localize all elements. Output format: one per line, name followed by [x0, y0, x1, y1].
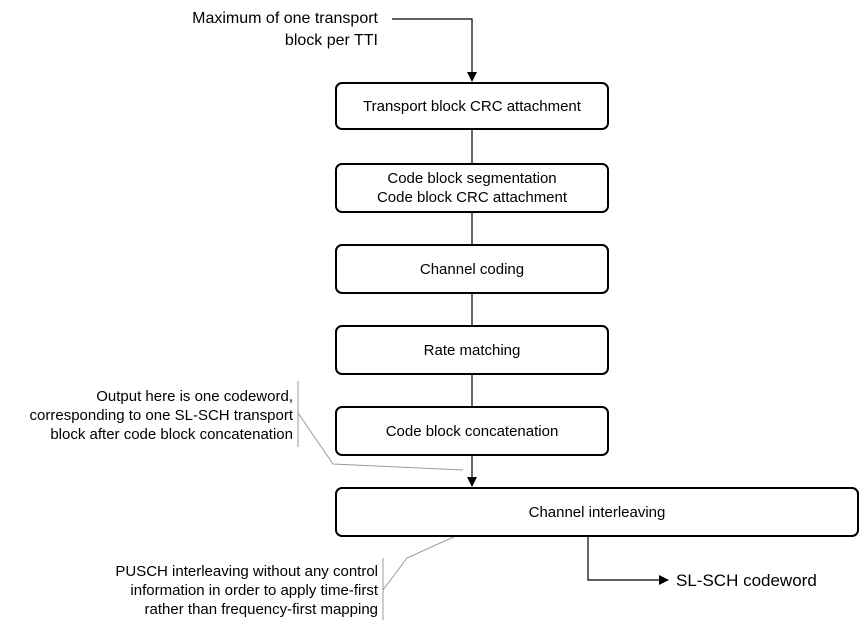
block-transport-crc-attachment: Transport block CRC attachment	[335, 82, 609, 130]
block-code-block-segmentation: Code block segmentation Code block CRC a…	[335, 163, 609, 213]
codeword-note-leader	[297, 412, 464, 471]
codeword-note: Output here is one codeword, correspondi…	[29, 388, 293, 443]
pusch-note: PUSCH interleaving without any control i…	[115, 563, 378, 618]
block-rate-matching: Rate matching	[335, 325, 609, 375]
block-channel-interleaving: Channel interleaving	[335, 487, 859, 537]
input-arrow	[392, 18, 477, 82]
output-label: SL-SCH codeword	[676, 571, 817, 590]
block-channel-coding: Channel coding	[335, 244, 609, 294]
block-code-block-concatenation: Code block concatenation	[335, 406, 609, 456]
output-arrow	[587, 537, 669, 585]
input-label: Maximum of one transport block per TTI	[192, 10, 378, 49]
